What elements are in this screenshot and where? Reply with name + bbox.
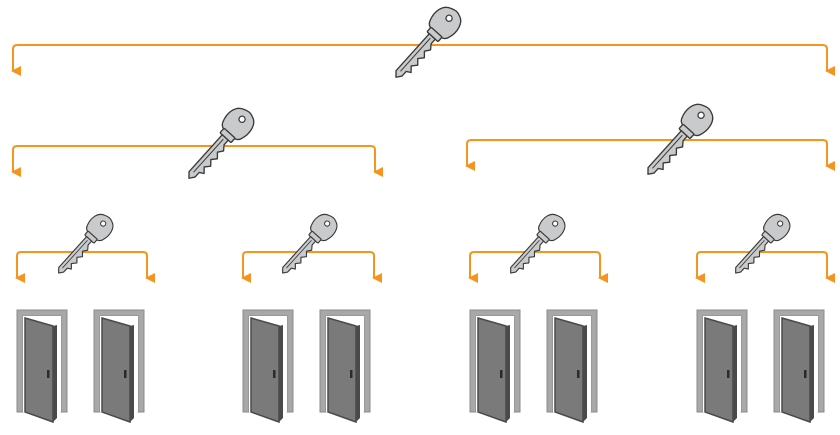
door-icon-1 bbox=[16, 309, 68, 424]
connector-sub-master-2 bbox=[241, 251, 382, 283]
door-icon-4 bbox=[319, 309, 371, 424]
door-icon-8 bbox=[773, 309, 825, 424]
door-icon-6 bbox=[546, 309, 598, 424]
key-icon-master-right bbox=[647, 103, 714, 175]
door-icon-7 bbox=[696, 309, 748, 424]
door-icon-5 bbox=[469, 309, 521, 424]
connector-layer bbox=[11, 44, 835, 283]
key-icon-grand-master bbox=[395, 6, 462, 78]
connector-sub-master-4 bbox=[695, 251, 835, 283]
door-icon-3 bbox=[242, 309, 294, 424]
connector-master-left bbox=[11, 145, 383, 177]
key-icon-sub-master-2 bbox=[282, 213, 338, 274]
door-layer bbox=[16, 309, 825, 424]
connector-sub-master-4-line bbox=[695, 251, 835, 283]
connector-master-left-line bbox=[11, 145, 383, 177]
connector-master-right-line bbox=[465, 139, 835, 171]
key-icon-master-left bbox=[188, 107, 255, 179]
connector-sub-master-2-line bbox=[241, 251, 382, 283]
key-icon-sub-master-3 bbox=[510, 213, 566, 274]
door-icon-2 bbox=[93, 309, 145, 424]
key-icon-sub-master-1 bbox=[58, 213, 114, 274]
key-icon-sub-master-4 bbox=[735, 213, 791, 274]
connector-master-right bbox=[465, 139, 835, 171]
key-layer bbox=[58, 6, 791, 274]
